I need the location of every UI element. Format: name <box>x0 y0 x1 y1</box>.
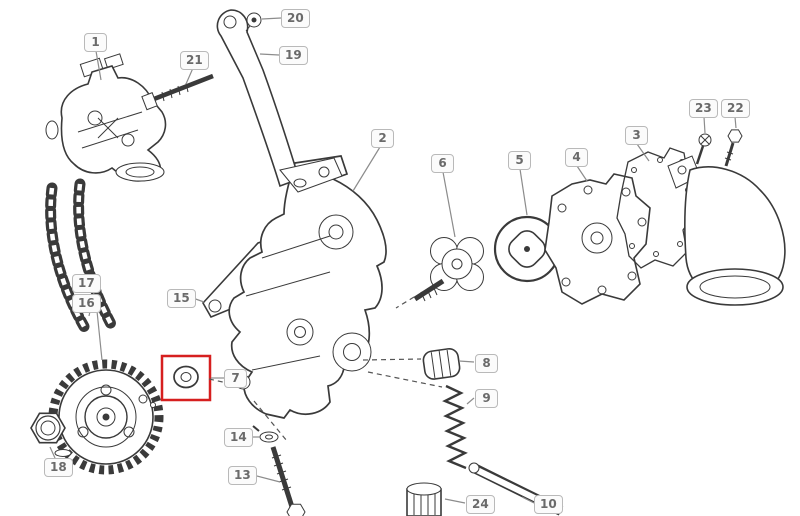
callout-label-23[interactable]: 23 <box>689 99 718 118</box>
part-fastener-20 <box>245 12 262 32</box>
part-bolt-22 <box>724 129 743 167</box>
part-spring-9 <box>442 384 468 470</box>
callout-label-24[interactable]: 24 <box>466 495 495 514</box>
part-cap-24 <box>406 482 442 516</box>
part-pump-body <box>228 155 387 419</box>
callout-label-15[interactable]: 15 <box>167 289 196 308</box>
callout-label-8[interactable]: 8 <box>475 354 498 373</box>
part-screw-23 <box>695 133 712 165</box>
callout-label-1[interactable]: 1 <box>84 33 107 52</box>
callout-label-13[interactable]: 13 <box>228 466 257 485</box>
callout-label-19[interactable]: 19 <box>279 46 308 65</box>
callout-label-7[interactable]: 7 <box>224 369 247 388</box>
callout-label-5[interactable]: 5 <box>508 151 531 170</box>
part-bolt-21 <box>141 73 214 111</box>
part-front-pump-assembly <box>45 53 167 182</box>
part-chain <box>45 178 118 336</box>
part-washer-14 <box>252 425 279 443</box>
callout-label-21[interactable]: 21 <box>180 51 209 70</box>
callout-label-18[interactable]: 18 <box>44 458 73 477</box>
callout-label-9[interactable]: 9 <box>475 389 498 408</box>
part-washer-7 <box>173 365 199 389</box>
callout-label-17[interactable]: 17 <box>72 274 101 293</box>
callout-label-2[interactable]: 2 <box>371 129 394 148</box>
part-cover-plate <box>544 173 651 305</box>
part-pickup-funnel <box>667 155 786 306</box>
callout-label-3[interactable]: 3 <box>625 126 648 145</box>
part-bolt-13 <box>270 446 306 516</box>
part-lever-arm <box>216 9 343 193</box>
highlight-box[interactable] <box>160 354 212 402</box>
callout-label-10[interactable]: 10 <box>534 495 563 514</box>
part-piston-8 <box>422 347 461 380</box>
callout-label-22[interactable]: 22 <box>721 99 750 118</box>
callout-label-4[interactable]: 4 <box>565 148 588 167</box>
callout-label-20[interactable]: 20 <box>281 9 310 28</box>
part-star-knob <box>413 237 484 302</box>
callout-label-14[interactable]: 14 <box>224 428 253 447</box>
leader-lines <box>49 17 737 504</box>
callout-label-16[interactable]: 16 <box>72 294 101 313</box>
callout-label-6[interactable]: 6 <box>431 154 454 173</box>
part-sprocket <box>48 359 164 475</box>
part-hex-nut <box>30 412 72 457</box>
